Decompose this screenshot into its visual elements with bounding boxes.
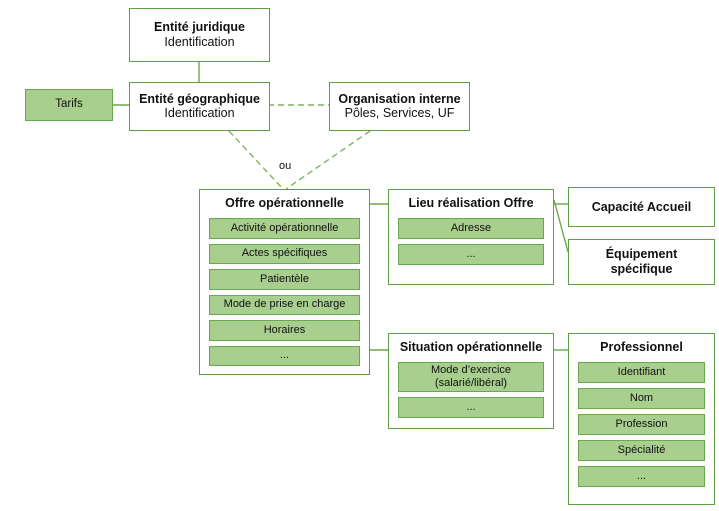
- node-entite-geographique-title: Entité géographique: [139, 91, 260, 106]
- node-entite-geographique-subtitle: Identification: [164, 106, 235, 121]
- node-entite-juridique-title: Entité juridique: [154, 20, 245, 35]
- chip-specialite[interactable]: Spécialité: [578, 440, 705, 461]
- chip-actes-specifiques[interactable]: Actes spécifiques: [209, 243, 360, 264]
- or-label: ou: [277, 160, 294, 172]
- group-offre-operationnelle-title: Offre opérationnelle: [225, 196, 344, 210]
- chip-mode-de-prise-en-charge[interactable]: Mode de prise en charge: [209, 294, 360, 315]
- node-capacite-accueil[interactable]: Capacité Accueil: [568, 187, 715, 227]
- group-lieu-realisation-offre-title: Lieu réalisation Offre: [408, 196, 534, 210]
- chip-adresse[interactable]: Adresse: [398, 218, 544, 239]
- chip-nom[interactable]: Nom: [578, 388, 705, 409]
- group-professionnel-title: Professionnel: [600, 340, 683, 354]
- node-entite-juridique-subtitle: Identification: [164, 34, 235, 49]
- chip-horaires[interactable]: Horaires: [209, 320, 360, 341]
- node-tarifs-title: Tarifs: [55, 98, 83, 111]
- node-organisation-interne[interactable]: Organisation interne Pôles, Services, UF: [329, 82, 470, 131]
- node-organisation-interne-title: Organisation interne: [338, 91, 461, 106]
- node-entite-juridique[interactable]: Entité juridique Identification: [129, 8, 270, 62]
- node-equipement-specifique-subtitle: spécifique: [610, 262, 673, 276]
- node-organisation-interne-subtitle: Pôles, Services, UF: [344, 106, 455, 121]
- chip-activite-operationnelle[interactable]: Activité opérationnelle: [209, 218, 360, 239]
- group-offre-operationnelle[interactable]: Offre opérationnelle Activité opérationn…: [199, 189, 370, 375]
- connector-geographique-offre: [228, 130, 284, 190]
- chip-identifiant[interactable]: Identifiant: [578, 362, 705, 383]
- node-tarifs[interactable]: Tarifs: [25, 89, 113, 121]
- chip-offre-more[interactable]: ...: [209, 345, 360, 366]
- node-entite-geographique[interactable]: Entité géographique Identification: [129, 82, 270, 131]
- group-professionnel[interactable]: Professionnel Identifiant Nom Profession…: [568, 333, 715, 505]
- node-equipement-specifique-title: Équipement: [605, 247, 678, 262]
- connector-lieu-equipement: [553, 199, 569, 253]
- group-situation-operationnelle-title: Situation opérationnelle: [399, 340, 543, 354]
- group-situation-operationnelle[interactable]: Situation opérationnelle Mode d’exercice…: [388, 333, 554, 429]
- chip-lieu-more[interactable]: ...: [398, 244, 544, 265]
- group-lieu-realisation-offre[interactable]: Lieu réalisation Offre Adresse ...: [388, 189, 554, 285]
- node-capacite-accueil-title: Capacité Accueil: [591, 199, 692, 214]
- node-equipement-specifique[interactable]: Équipement spécifique: [568, 239, 715, 285]
- chip-professionnel-more[interactable]: ...: [578, 466, 705, 487]
- chip-profession[interactable]: Profession: [578, 414, 705, 435]
- connector-organisation-offre: [285, 130, 371, 190]
- chip-mode-dexercice[interactable]: Mode d’exercice (salarié/libéral): [398, 362, 544, 392]
- chip-patientele[interactable]: Patientèle: [209, 269, 360, 290]
- chip-situation-more[interactable]: ...: [398, 397, 544, 418]
